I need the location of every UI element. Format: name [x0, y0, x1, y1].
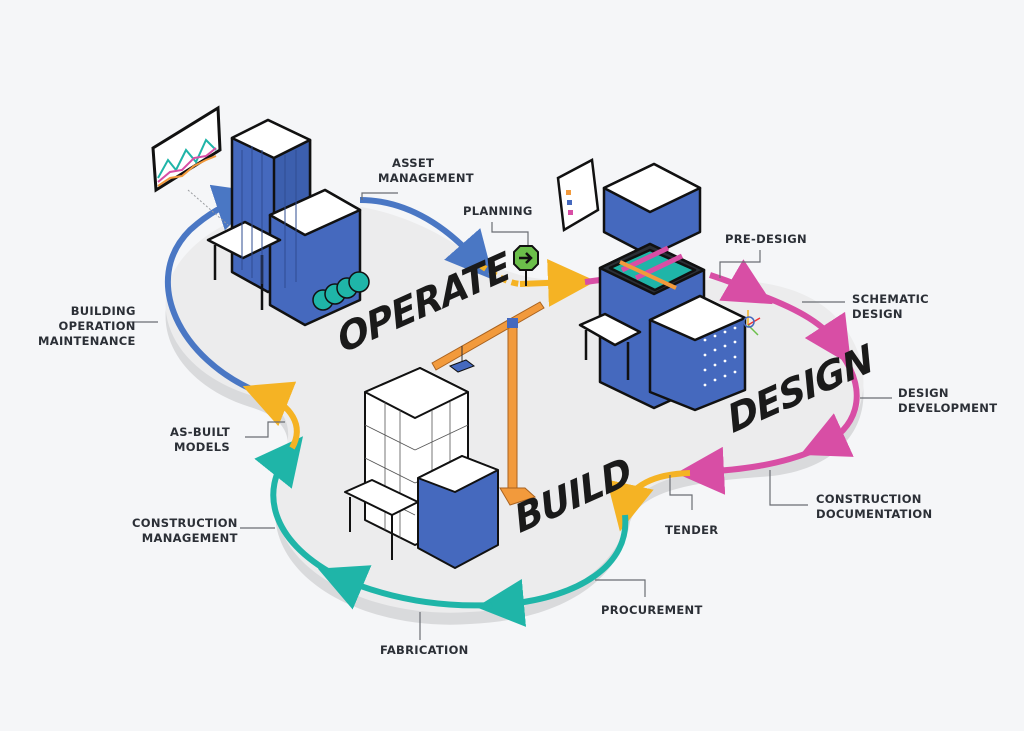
- checklist-document-icon: [556, 158, 600, 233]
- arc-building-operation: [164, 184, 263, 395]
- arc-as-built: [242, 381, 300, 450]
- arc-schematic-design: [758, 292, 852, 366]
- arc-asset-management: [359, 197, 494, 281]
- arc-construction-management: [254, 436, 337, 578]
- 3d-axis-gizmo-icon: [743, 310, 761, 336]
- analytics-monitor-icon: [151, 105, 229, 226]
- label-procurement: PROCUREMENT: [601, 603, 703, 617]
- arc-fabrication: [317, 565, 493, 610]
- label-construction-management: CONSTRUCTION MANAGEMENT: [132, 516, 238, 545]
- arc-pre-design: [709, 259, 773, 305]
- arc-tender: [606, 470, 691, 532]
- build-building: [344, 367, 499, 569]
- operate-cycle-path: [164, 184, 494, 395]
- design-cycle-path: [584, 259, 860, 495]
- arrow-sign-icon: [513, 245, 539, 286]
- label-design-development: DESIGN DEVELOPMENT: [898, 386, 998, 415]
- label-building-operation-maintenance: BUILDING OPERATION MAINTENANCE: [38, 304, 136, 348]
- tower-crane-icon: [431, 301, 545, 506]
- planning-transition-path: [478, 258, 596, 307]
- label-planning: PLANNING: [463, 204, 533, 218]
- label-asset-management: ASSET MANAGEMENT: [378, 156, 474, 185]
- label-as-built-models: AS-BUILT MODELS: [170, 425, 231, 454]
- design-building: [578, 162, 747, 412]
- label-construction-documentation: CONSTRUCTION DOCUMENTATION: [816, 492, 933, 521]
- leader-lines: [128, 192, 892, 640]
- label-schematic-design: SCHEMATIC DESIGN: [852, 292, 929, 321]
- facade-panel-dots: [703, 326, 737, 387]
- label-fabrication: FABRICATION: [380, 643, 469, 657]
- arc-construction-documentation: [676, 446, 817, 495]
- label-tender: TENDER: [665, 523, 719, 537]
- arc-procurement: [476, 514, 629, 627]
- operate-building: [206, 118, 370, 327]
- arc-design-development: [800, 353, 860, 457]
- label-pre-design: PRE-DESIGN: [725, 232, 807, 246]
- build-cycle-path: [254, 436, 629, 627]
